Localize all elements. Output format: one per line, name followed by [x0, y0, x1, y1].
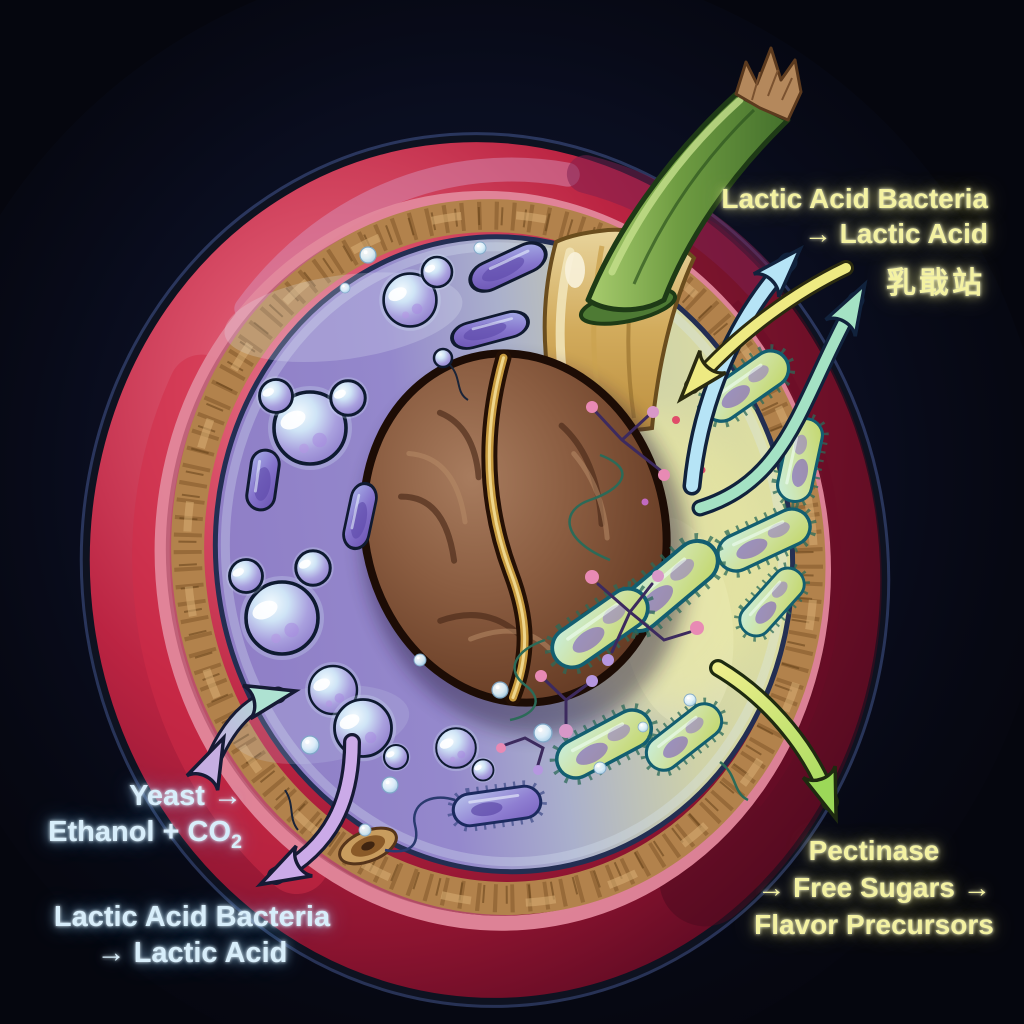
label-line: Lactic Acid Bacteria [53, 901, 331, 933]
label-cjk-lactic-bacteria: 乳戢站 [886, 267, 985, 300]
label-line: → Lactic Acid [96, 937, 288, 969]
stem-frayed-tip [734, 46, 803, 122]
arrow-to-pectinase-label [712, 662, 838, 825]
bacteria-cells [384, 344, 825, 853]
label-yeast-ethanol: Yeast → Ethanol + CO2 [18, 778, 242, 860]
label-line: Ethanol + CO2 [48, 816, 242, 853]
arrow-to-bottom-left-label [255, 736, 358, 888]
arrow-label-into-fruit [676, 263, 851, 404]
label-line: Yeast → [129, 780, 242, 812]
label-line: Lactic Acid Bacteria [721, 183, 988, 214]
arrow-bacteria-to-cjk-label [694, 279, 868, 514]
annotation-arrows [185, 244, 868, 888]
stem [578, 46, 803, 326]
arrow-yeast-double [185, 683, 301, 791]
label-line: Pectinase [808, 835, 940, 866]
label-pectinase: Pectinase → Free Sugars → Flavor Precurs… [724, 832, 1024, 943]
yeast-cells [224, 235, 553, 831]
label-lactic-acid-top: Lactic Acid Bacteria → Lactic Acid [721, 181, 988, 251]
label-lactic-acid-bottom: Lactic Acid Bacteria → Lactic Acid [46, 899, 338, 971]
label-line: Flavor Precursors [754, 909, 994, 940]
label-line: → Free Sugars → [757, 872, 991, 903]
label-line: → Lactic Acid [803, 218, 988, 249]
